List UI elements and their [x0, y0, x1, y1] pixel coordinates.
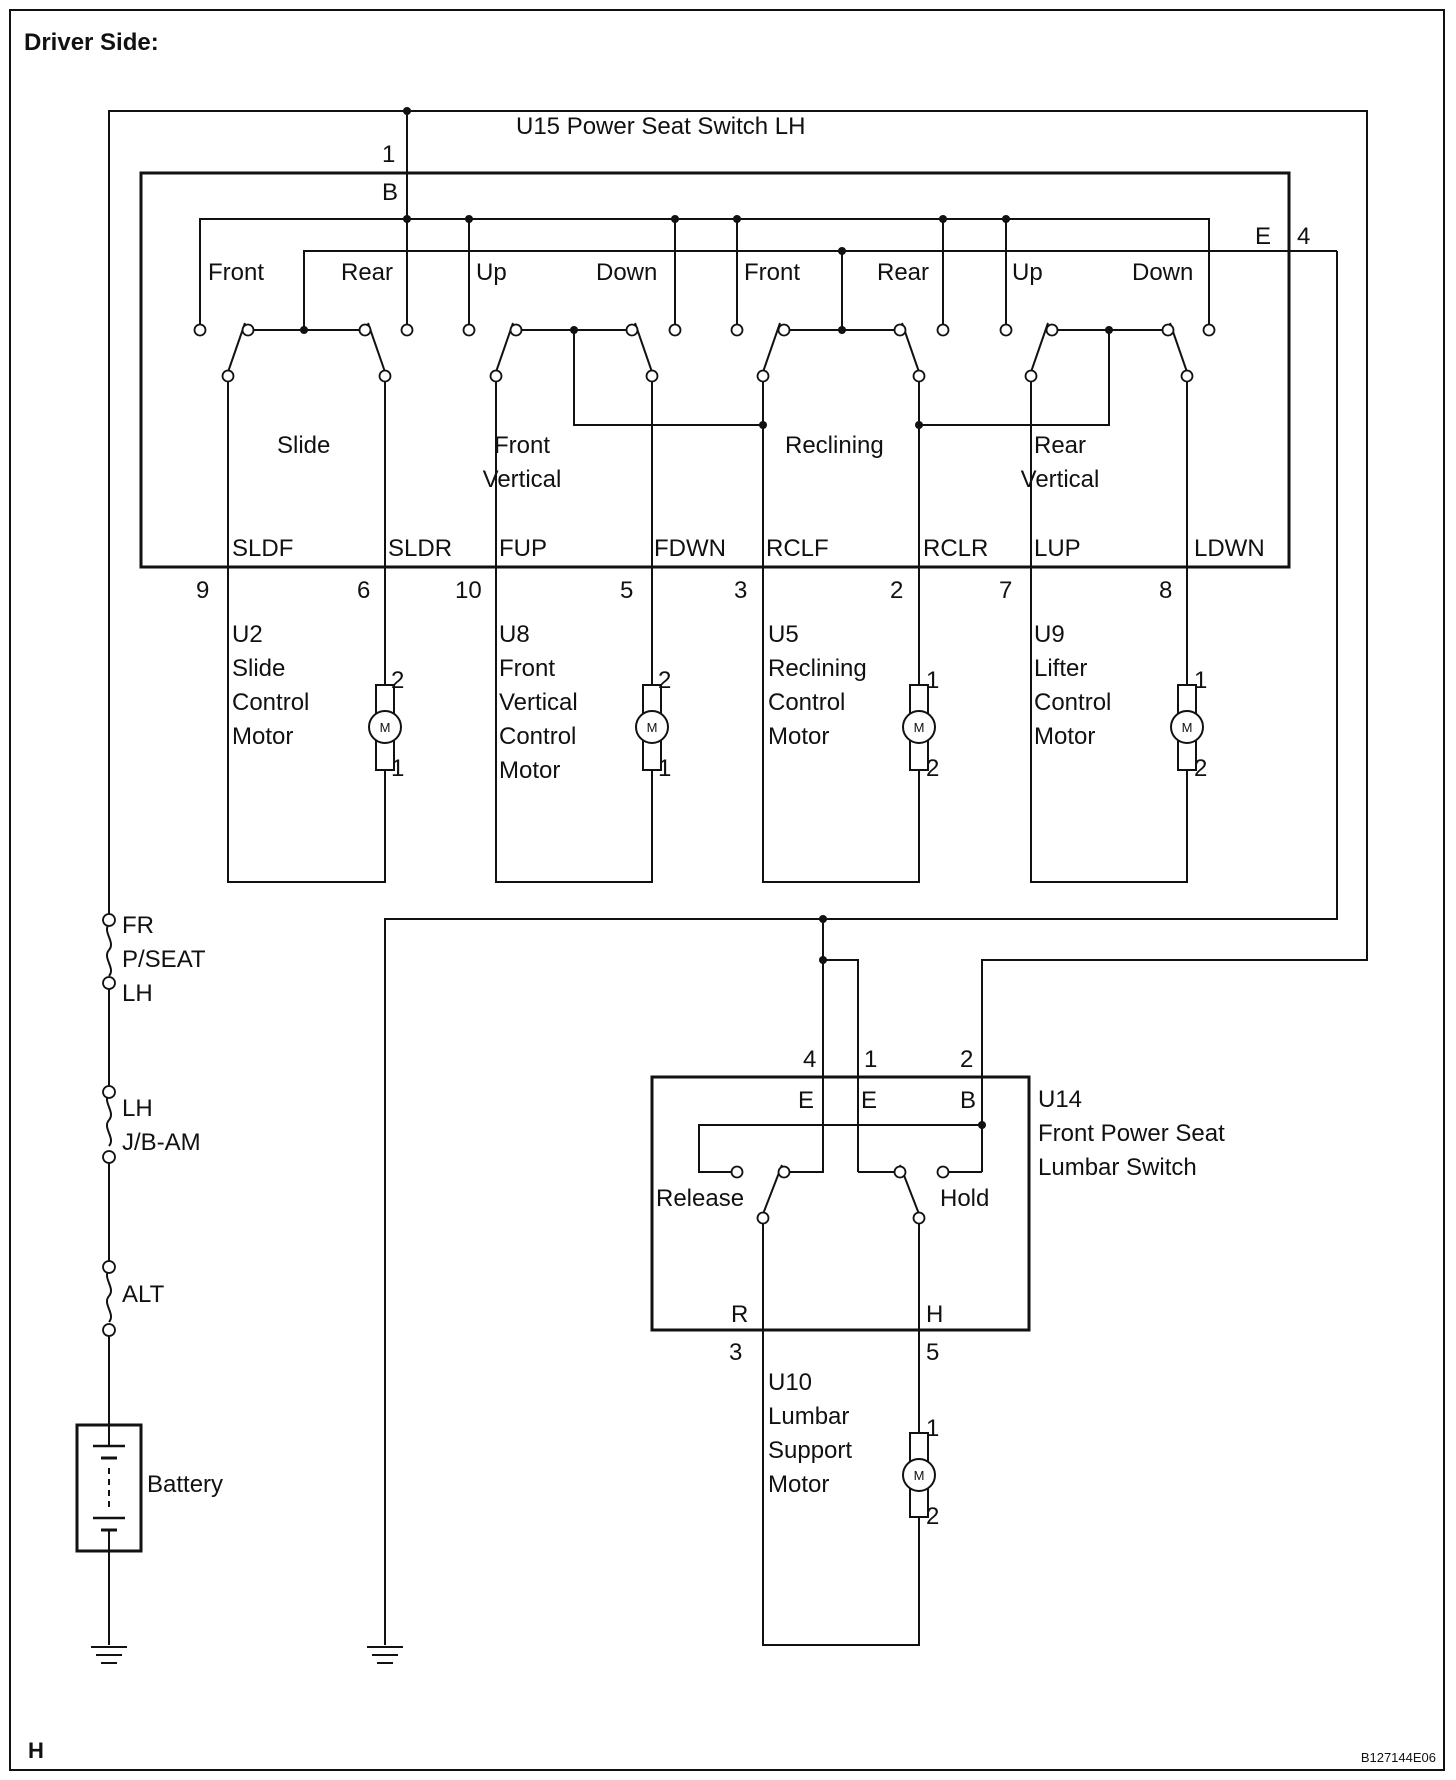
motor-u5-top-pin: 1: [926, 667, 939, 694]
u14-pin-2: 2: [960, 1046, 973, 1073]
pin-number-6: 6: [357, 577, 370, 604]
footer-figure-code: B127144E06: [1361, 1750, 1436, 1765]
pin-number-7: 7: [999, 577, 1012, 604]
motor-u5-bottom-pin: 2: [926, 755, 939, 782]
pin-number-3: 3: [734, 577, 747, 604]
u14-pin-4: 4: [803, 1046, 816, 1073]
motor-u8-top-pin: 2: [658, 667, 671, 694]
motor-u2-symbol: M: [380, 720, 391, 735]
motor-u9-top-pin: 1: [1194, 667, 1207, 694]
u15-pin-e-number: 4: [1297, 223, 1310, 250]
battery-symbol: Battery: [75, 1423, 223, 1553]
u14-pin-1: 1: [864, 1046, 877, 1073]
u14-release-label: Release: [656, 1185, 744, 1212]
pin-number-10: 10: [455, 577, 482, 604]
pin-name-fup: FUP: [499, 535, 547, 562]
pin-name-lup: LUP: [1034, 535, 1081, 562]
pin-number-9: 9: [196, 577, 209, 604]
motor-u10-bottom-pin: 2: [926, 1503, 939, 1530]
motor-u2-top-pin: 2: [391, 667, 404, 694]
ground-symbol-battery: [91, 1646, 127, 1664]
u14-hold-label: Hold: [940, 1185, 989, 1212]
u15-switch-box: [139, 171, 1291, 569]
pin-name-sldf: SLDF: [232, 535, 293, 562]
u15-wiring: [199, 111, 1337, 883]
supply-wiring: [108, 110, 1368, 1645]
pin-name-rclf: RCLF: [766, 535, 829, 562]
battery-label: Battery: [147, 1471, 223, 1498]
contact-label-recline-rear: Rear: [877, 259, 929, 286]
u15-pin-e-label: E: [1255, 223, 1271, 250]
group-label-reclining: Reclining: [785, 432, 884, 459]
group-label-slide: Slide: [277, 432, 330, 459]
outer-frame: [9, 9, 1445, 1771]
pin-number-2: 2: [890, 577, 903, 604]
u15-terminals: [193, 323, 1216, 383]
motor-u8-bottom-pin: 1: [658, 755, 671, 782]
u14-pin-5: 5: [926, 1339, 939, 1366]
header-title: Driver Side:: [24, 29, 159, 56]
motor-u2-bottom-pin: 1: [391, 755, 404, 782]
u14-pin-r-name: R: [731, 1301, 748, 1328]
u15-pin-b-label: B: [382, 179, 398, 206]
pin-name-fdwn: FDWN: [654, 535, 726, 562]
u14-pin-2-name: B: [960, 1087, 976, 1114]
u15-junction-dots: [300, 107, 1113, 964]
footer-left-label: H: [28, 1738, 44, 1763]
fuse-alt: ALT: [102, 1260, 165, 1337]
contact-label-slide-rear: Rear: [341, 259, 393, 286]
contact-label-front-up: Up: [476, 259, 507, 286]
pin-name-rclr: RCLR: [923, 535, 988, 562]
u14-switch-box: [650, 1075, 1031, 1332]
motor-u8-symbol: M: [647, 720, 658, 735]
u15-title: U15 Power Seat Switch LH: [516, 113, 805, 140]
ground-symbol-switch: [367, 1646, 403, 1664]
motor-u9-bottom-pin: 2: [1194, 755, 1207, 782]
motor-u5-symbol: M: [914, 720, 925, 735]
pin-name-ldwn: LDWN: [1194, 535, 1265, 562]
motor-u10-top-pin: 1: [926, 1415, 939, 1442]
contact-label-lifter-down: Down: [1132, 259, 1193, 286]
u14-terminals: [730, 1165, 950, 1225]
pin-name-sldr: SLDR: [388, 535, 452, 562]
contact-label-front-down: Down: [596, 259, 657, 286]
fuse-alt-label: ALT: [122, 1281, 165, 1308]
u14-pin-h-name: H: [926, 1301, 943, 1328]
u14-wiring: [698, 1121, 986, 1646]
contact-label-lifter-up: Up: [1012, 259, 1043, 286]
u14-pin-3: 3: [729, 1339, 742, 1366]
pin-number-8: 8: [1159, 577, 1172, 604]
contact-label-slide-front: Front: [208, 259, 264, 286]
motor-u10-symbol: M: [914, 1468, 925, 1483]
u14-pin-1-name: E: [861, 1087, 877, 1114]
u14-pin-4-name: E: [798, 1087, 814, 1114]
pin-number-5: 5: [620, 577, 633, 604]
contact-label-recline-front: Front: [744, 259, 800, 286]
u15-pin-b-number: 1: [382, 141, 395, 168]
motor-u9-symbol: M: [1182, 720, 1193, 735]
